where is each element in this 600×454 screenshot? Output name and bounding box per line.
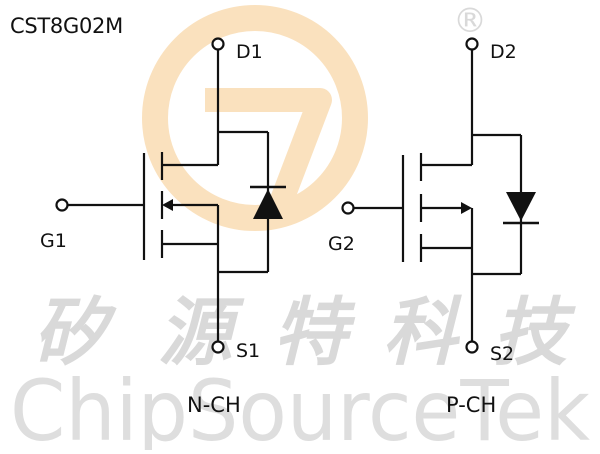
p-drain-terminal (465, 37, 479, 51)
n-channel-caption: N-CH (187, 393, 241, 417)
watermark-logo-mark (205, 88, 332, 210)
p-body-arrow-icon (461, 202, 472, 214)
watermark-cn-char-1: 矽 (33, 290, 117, 376)
p-channel-mosfet (341, 37, 539, 354)
p-channel-labels: D2 G2 S2 P-CH (328, 41, 517, 417)
watermark-registered-mark: ® (453, 1, 487, 41)
n-body-arrow-icon (162, 199, 173, 211)
p-gate-terminal (341, 201, 355, 215)
n-channel-labels: D1 G1 S1 N-CH (40, 41, 263, 417)
n-drain-terminal (211, 37, 225, 51)
n-gate-terminal (55, 198, 69, 212)
p-source-label: S2 (490, 343, 514, 365)
p-source-terminal (465, 340, 479, 354)
watermark-cn-char-4: 科 (383, 290, 462, 376)
p-drain-label: D2 (490, 41, 517, 63)
watermark-cn-char-5: 技 (493, 290, 576, 376)
p-channel-caption: P-CH (446, 393, 496, 417)
n-channel-mosfet (55, 37, 286, 354)
watermark-cn-text: 矽 源 特 科 技 (33, 290, 576, 376)
n-source-terminal (211, 340, 225, 354)
watermark-cn-char-3: 特 (273, 290, 356, 376)
n-drain-label: D1 (236, 41, 263, 63)
p-gate-label: G2 (328, 233, 355, 255)
n-diode-triangle-icon (253, 189, 283, 219)
n-source-label: S1 (236, 340, 260, 362)
part-number-label: CST8G02M (10, 14, 123, 38)
n-gate-label: G1 (40, 230, 67, 252)
watermark-en-text: ChipSourceTek (10, 362, 590, 450)
watermark-cn-char-2: 源 (158, 290, 245, 376)
p-diode-triangle-icon (506, 192, 536, 221)
